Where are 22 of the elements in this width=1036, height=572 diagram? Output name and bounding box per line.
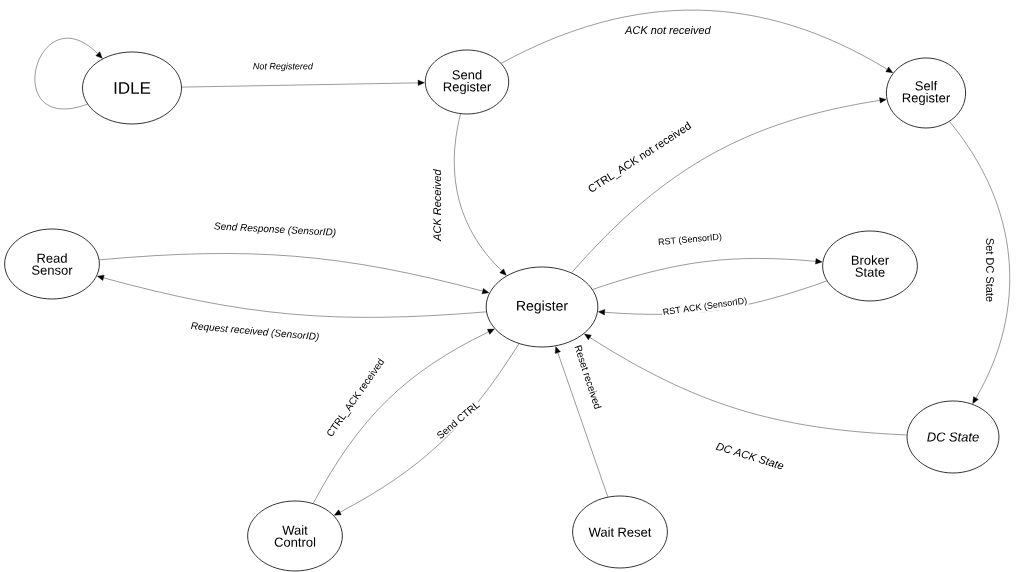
arrow: [99, 253, 489, 294]
edge-label: RST ACK (SensorID): [661, 295, 749, 319]
arrow: [454, 113, 507, 276]
edge-label: ACK Received: [431, 168, 443, 242]
arrow: [34, 38, 103, 110]
edge-label: DC ACK State: [714, 440, 786, 472]
edge-label: Request received (SensorID): [189, 320, 321, 344]
arrow: [584, 333, 907, 436]
arrow: [555, 346, 608, 497]
edge-label: RST (SensorID): [656, 231, 724, 249]
arrow: [181, 79, 425, 88]
edge-label: ACK not received: [624, 24, 712, 36]
edge-label: Not Registered: [251, 61, 315, 73]
arrow: [949, 121, 1010, 404]
arrow: [501, 9, 893, 73]
edge-label: Set DC State: [985, 236, 995, 304]
arrow: [592, 258, 823, 290]
edge-label: Send Response (SensorID): [212, 221, 338, 239]
arrow: [97, 274, 487, 318]
arrow: [571, 97, 887, 273]
arrow: [313, 328, 495, 504]
arrow: [334, 343, 520, 516]
